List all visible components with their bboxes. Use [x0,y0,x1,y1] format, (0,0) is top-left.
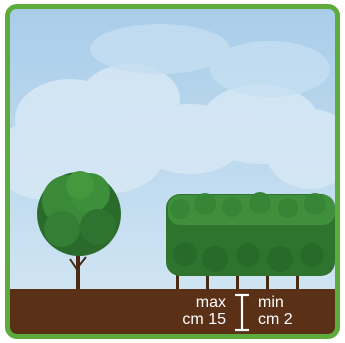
illustration-frame: max cm 15 min cm 2 [5,4,340,339]
min-height-label: min cm 2 [258,294,318,328]
min-value: cm 2 [258,311,318,328]
max-value: cm 15 [170,311,226,328]
min-word: min [258,294,318,311]
max-height-label: max cm 15 [170,294,226,328]
garden-scene [10,9,335,334]
max-word: max [170,294,226,311]
